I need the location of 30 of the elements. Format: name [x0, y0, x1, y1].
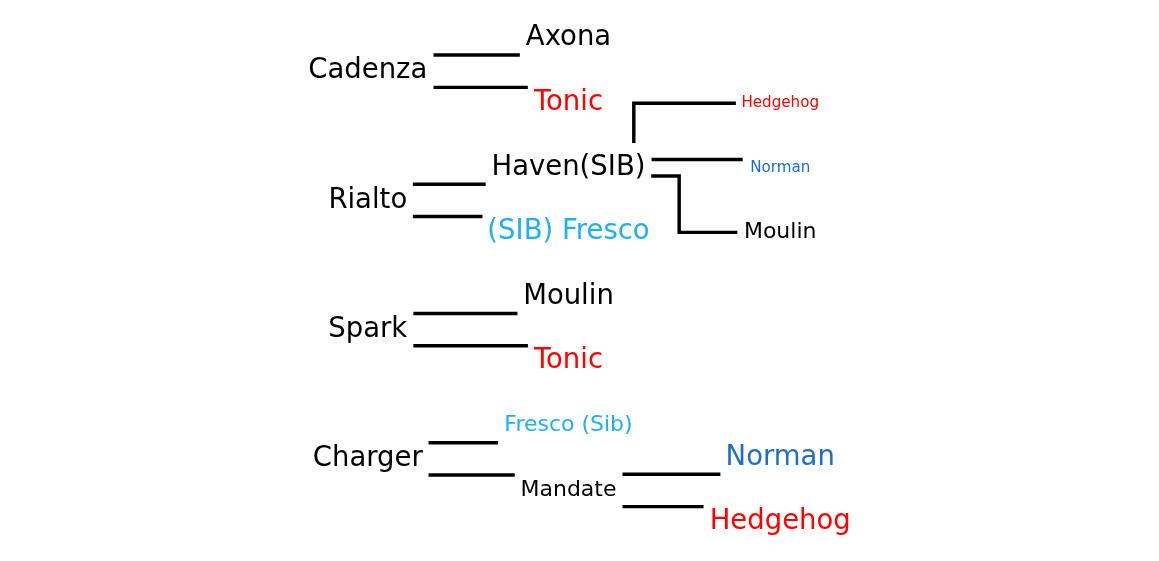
connector	[413, 311, 518, 316]
connector	[428, 441, 499, 445]
node-text: Haven(SIB)	[491, 148, 646, 181]
node-text: Moulin	[523, 277, 614, 310]
node-text: Axona	[525, 19, 612, 52]
connector	[412, 182, 486, 186]
node-text: Spark	[328, 310, 408, 343]
node-text: Mandate	[520, 476, 617, 502]
connector	[651, 174, 738, 235]
connector	[412, 214, 483, 219]
connector	[433, 53, 520, 57]
node-text: (SIB) Fresco	[487, 213, 650, 246]
connector	[622, 472, 721, 477]
connector	[622, 504, 704, 509]
node-text: Hedgehog	[741, 93, 819, 112]
connector	[651, 157, 743, 162]
node-text: Cadenza	[308, 52, 428, 85]
node-text: Rialto	[328, 181, 408, 214]
node-text: Tonic	[533, 84, 604, 117]
node-text: Charger	[312, 440, 423, 473]
connector	[428, 473, 515, 477]
node-text: Fresco (Sib)	[504, 411, 633, 437]
connector	[413, 344, 528, 348]
node-text: Moulin	[743, 217, 817, 243]
node-text: Norman	[750, 157, 811, 176]
connector	[433, 85, 528, 90]
node-text: Norman	[725, 438, 835, 471]
connector	[632, 101, 736, 143]
node-text: Tonic	[533, 342, 604, 375]
node-text: Hedgehog	[709, 503, 851, 536]
